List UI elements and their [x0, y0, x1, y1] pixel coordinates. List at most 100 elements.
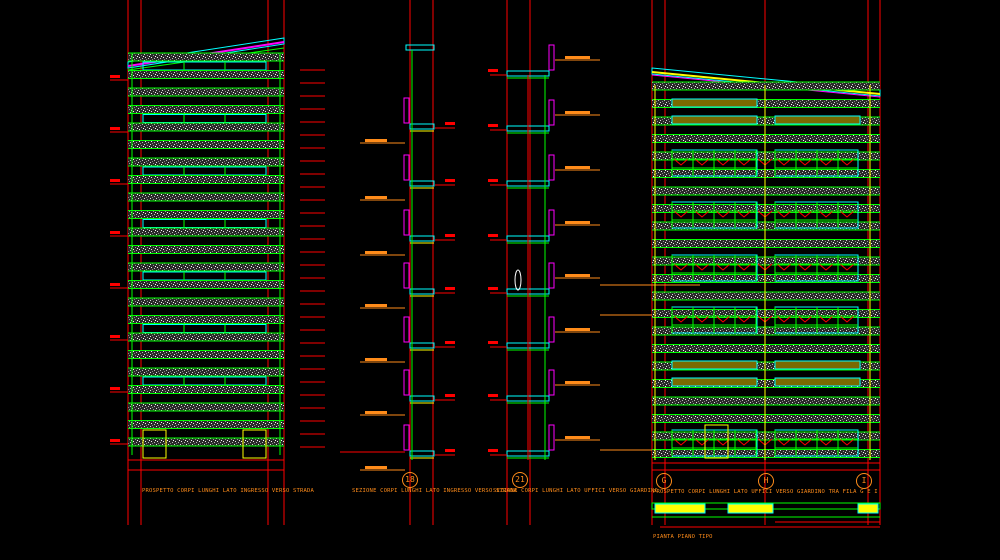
- floor-slab: [409, 450, 435, 457]
- note-text: [365, 358, 387, 361]
- opening-symbol: [818, 438, 834, 446]
- floor-slab: [409, 395, 435, 402]
- window-strip: [142, 114, 267, 123]
- stone-band: [652, 327, 880, 335]
- opening-symbol: [839, 158, 855, 166]
- cladding-panel: [548, 262, 555, 289]
- level-tag: [488, 449, 498, 452]
- stone-band: [652, 169, 880, 178]
- plan-room: [727, 503, 774, 514]
- level-tag: [110, 75, 120, 78]
- stone-band: [128, 53, 284, 61]
- opening-symbol: [797, 210, 813, 218]
- cladding-panel: [548, 99, 555, 126]
- opening-symbol: [694, 210, 710, 218]
- opening-symbol: [776, 438, 792, 446]
- plan-room: [654, 503, 706, 514]
- cladding-panel: [548, 369, 555, 396]
- stone-band: [652, 99, 880, 108]
- spandrel-panel: [671, 360, 758, 370]
- stone-band: [652, 187, 880, 195]
- stone-band: [652, 257, 880, 265]
- street-elevation-title: PROSPETTO CORPI LUNGHI LATO INGRESSO VER…: [142, 488, 315, 494]
- opening-symbol: [797, 263, 813, 271]
- opening-symbol: [715, 210, 731, 218]
- entrance-door: [142, 429, 167, 459]
- stone-band: [652, 274, 880, 283]
- cladding-panel: [403, 424, 410, 451]
- human-figure: [514, 269, 522, 291]
- opening-symbol: [797, 315, 813, 323]
- opening-symbol: [673, 315, 689, 323]
- opening-symbol: [694, 438, 710, 446]
- level-tag: [445, 449, 455, 452]
- level-tag: [110, 335, 120, 338]
- stone-band: [128, 105, 284, 114]
- note-text: [365, 304, 387, 307]
- stone-band: [652, 239, 880, 248]
- note-text: [565, 166, 590, 169]
- stone-band: [128, 368, 284, 376]
- stone-band: [652, 397, 880, 405]
- stone-band: [128, 385, 284, 394]
- grid-axis-g: G: [656, 473, 672, 489]
- stone-band: [652, 449, 880, 458]
- opening-symbol: [839, 315, 855, 323]
- stone-band: [128, 175, 284, 184]
- window-strip: [142, 166, 267, 176]
- opening-symbol: [673, 210, 689, 218]
- stone-band: [128, 420, 284, 429]
- opening-symbol: [715, 263, 731, 271]
- note-text: [565, 436, 590, 439]
- stone-band: [652, 379, 880, 388]
- cladding-panel: [548, 44, 555, 71]
- spandrel-panel: [671, 377, 758, 387]
- cladding-panel: [548, 316, 555, 343]
- cladding-panel: [403, 154, 410, 181]
- stone-band: [128, 228, 284, 236]
- opening-symbol: [776, 158, 792, 166]
- opening-symbol: [736, 315, 752, 323]
- roof-slab: [405, 44, 435, 51]
- opening-symbol: [736, 438, 752, 446]
- level-tag: [488, 69, 498, 72]
- note-text: [365, 251, 387, 254]
- opening-symbol: [818, 158, 834, 166]
- stone-band: [128, 210, 284, 219]
- opening-symbol: [797, 438, 813, 446]
- stone-band: [128, 263, 284, 271]
- garden-section-title: SEZIONE CORPI LUNGHI LATO UFFICI VERSO G…: [493, 488, 659, 494]
- note-text: [565, 381, 590, 384]
- stone-band: [128, 333, 284, 341]
- level-tag: [445, 394, 455, 397]
- stone-band: [652, 117, 880, 125]
- entrance-door: [242, 429, 267, 459]
- level-tag: [110, 387, 120, 390]
- note-text: [565, 274, 590, 277]
- plan-title: PIANTA PIANO TIPO: [653, 534, 713, 540]
- note-text: [365, 196, 387, 199]
- opening-symbol: [715, 315, 731, 323]
- level-tag: [488, 124, 498, 127]
- window-strip: [142, 271, 267, 281]
- grid-axis-h: H: [758, 473, 774, 489]
- opening-symbol: [736, 158, 752, 166]
- level-tag: [488, 179, 498, 182]
- stone-band: [128, 350, 284, 359]
- cladding-panel: [548, 154, 555, 181]
- opening-symbol: [797, 158, 813, 166]
- opening-symbol: [839, 210, 855, 218]
- spandrel-panel: [774, 360, 861, 370]
- level-tag: [110, 439, 120, 442]
- level-tag: [488, 394, 498, 397]
- level-tag: [488, 234, 498, 237]
- opening-symbol: [776, 210, 792, 218]
- grid-axis-21: 21: [512, 472, 528, 488]
- floor-slab: [409, 235, 435, 242]
- opening-symbol: [673, 438, 689, 446]
- opening-symbol: [673, 158, 689, 166]
- stone-band: [652, 344, 880, 353]
- stone-band: [128, 88, 284, 96]
- stone-band: [128, 280, 284, 289]
